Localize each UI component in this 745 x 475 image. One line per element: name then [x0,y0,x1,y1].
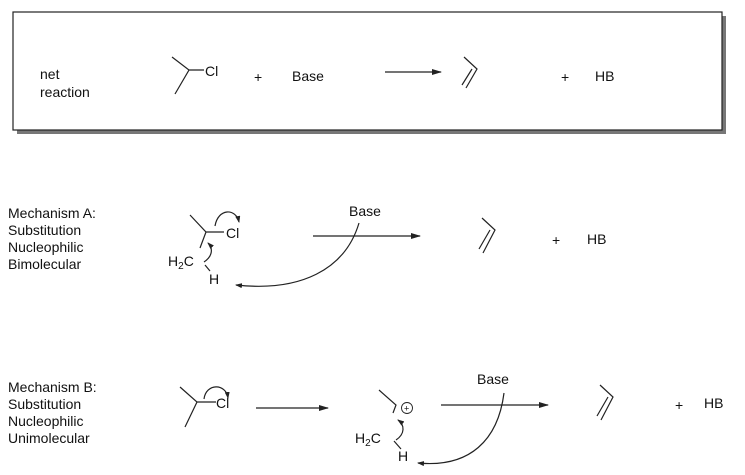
propene [596,384,614,421]
isopropyl-chloride: Cl [171,56,218,95]
svg-text:H2C: H2C [355,430,381,449]
mechanism-a: Mechanism A: Substitution Nucleophilic B… [8,203,606,289]
mechanism-b-title: Mechanism B: [8,379,97,395]
mechanism-a-line: Nucleophilic [8,239,83,255]
hb-label: HB [587,231,606,247]
net-label: net [40,66,60,82]
svg-text:H2C: H2C [168,253,194,272]
electron-arrow [203,386,230,400]
mechanism-b: Mechanism B: Substitution Nucleophilic U… [8,371,723,467]
base-attack-arrow [235,222,360,289]
propene [478,217,496,254]
electron-arrow [395,419,405,441]
plus-sign: + [552,232,560,248]
net-reaction-box: net reaction Cl + Base + HB [12,11,726,134]
svg-text:Cl: Cl [205,63,218,79]
positive-charge-icon [401,402,413,414]
mechanism-b-line: Unimolecular [8,430,90,446]
electron-arrow [214,211,241,227]
plus-sign: + [254,69,262,85]
base-attack-arrow [417,392,505,467]
mechanism-a-line: Bimolecular [8,256,81,272]
propene [461,56,478,89]
electron-arrow [203,242,215,263]
hb-label: HB [704,395,723,411]
base-label: Base [477,371,509,387]
svg-text:H: H [398,448,408,464]
mechanism-b-line: Nucleophilic [8,413,83,429]
plus-sign: + [561,69,569,85]
svg-text:Cl: Cl [226,225,239,241]
svg-text:Cl: Cl [216,395,229,411]
plus-sign: + [675,397,683,413]
mechanism-b-line: Substitution [8,396,81,412]
svg-text:H: H [209,271,219,287]
base-label: Base [292,68,324,84]
svg-text:+: + [404,404,409,414]
mechanism-a-title: Mechanism A: [8,205,96,221]
hb-label: HB [595,68,614,84]
base-label: Base [349,203,381,219]
mechanism-a-line: Substitution [8,222,81,238]
reaction-label: reaction [40,84,90,100]
